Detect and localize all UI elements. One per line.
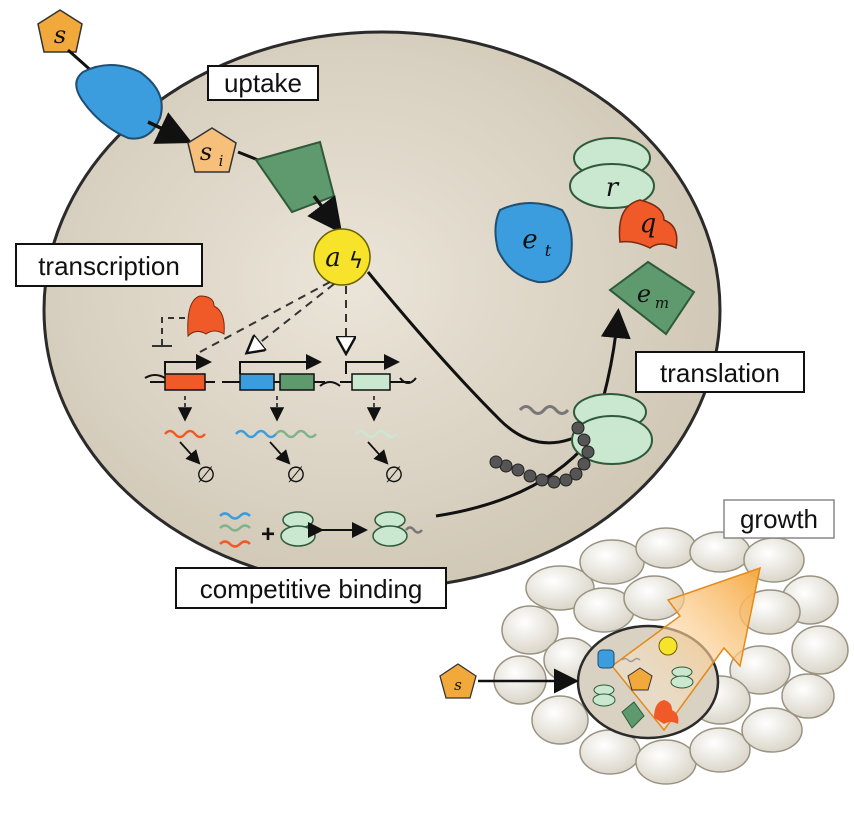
svg-text:uptake: uptake: [224, 68, 302, 98]
svg-text:e: e: [522, 225, 537, 255]
svg-text:a: a: [325, 243, 341, 273]
svg-text:m: m: [655, 294, 669, 312]
competitive-binding-label: competitive binding: [175, 567, 447, 609]
energy-regulation-lines: [199, 281, 346, 352]
internal-substrate-node: s i: [187, 127, 237, 173]
repressor-protein: [187, 295, 225, 338]
free-mrna-mix: [219, 512, 251, 548]
gene-operons: [144, 354, 417, 391]
housekeeping-protein-q: q: [618, 199, 678, 250]
degradation-arrows: [179, 441, 389, 465]
si-to-enzyme-arrow: [237, 150, 259, 162]
svg-text:q: q: [640, 209, 657, 239]
membrane-transporter: [75, 64, 163, 140]
plus-sign: +: [261, 521, 275, 548]
svg-text:i: i: [219, 152, 224, 170]
transcription-label: transcription: [15, 243, 203, 287]
svg-text:s: s: [454, 676, 462, 694]
growth-label: growth: [723, 499, 835, 539]
free-ribosome: [280, 511, 316, 547]
svg-text:competitive binding: competitive binding: [200, 574, 423, 604]
svg-text:transcription: transcription: [38, 251, 180, 281]
mrna-pool: [164, 429, 397, 439]
svg-text:r: r: [606, 173, 620, 203]
substrate-node: s: [37, 9, 83, 53]
uptake-arrow: [147, 112, 193, 144]
bound-ribosome-complex: [372, 511, 423, 547]
cell-colony: [493, 527, 849, 785]
degraded-symbols: ∅ ∅ ∅: [196, 463, 403, 488]
energy-to-translation-curve: [366, 271, 591, 445]
transporter-protein-et: e t: [494, 202, 573, 284]
translation-label: translation: [635, 351, 805, 393]
ribosome-protein-r: r: [569, 137, 655, 209]
svg-text:growth: growth: [740, 504, 818, 534]
svg-text:∅: ∅: [384, 463, 403, 488]
uptake-label: uptake: [207, 65, 319, 101]
svg-text:s: s: [54, 21, 66, 49]
svg-text:e: e: [637, 280, 651, 308]
repression-line: [152, 317, 185, 347]
energy-node: a ϟ: [313, 228, 371, 286]
mini-cell-contents: [592, 636, 694, 729]
svg-text:∅: ∅: [286, 463, 305, 488]
svg-text:t: t: [545, 241, 552, 260]
transcription-arrows: [177, 396, 382, 422]
enzyme-to-energy-arrow: [307, 194, 343, 234]
svg-text:ϟ: ϟ: [349, 249, 364, 274]
svg-text:translation: translation: [660, 358, 780, 388]
small-substrate-node: s: [439, 663, 477, 699]
svg-text:s: s: [200, 138, 212, 166]
metabolic-enzyme-em: e m: [608, 260, 696, 336]
svg-text:∅: ∅: [196, 463, 215, 488]
polypeptide-chain: [489, 421, 595, 489]
translating-ribosome: [518, 393, 653, 465]
